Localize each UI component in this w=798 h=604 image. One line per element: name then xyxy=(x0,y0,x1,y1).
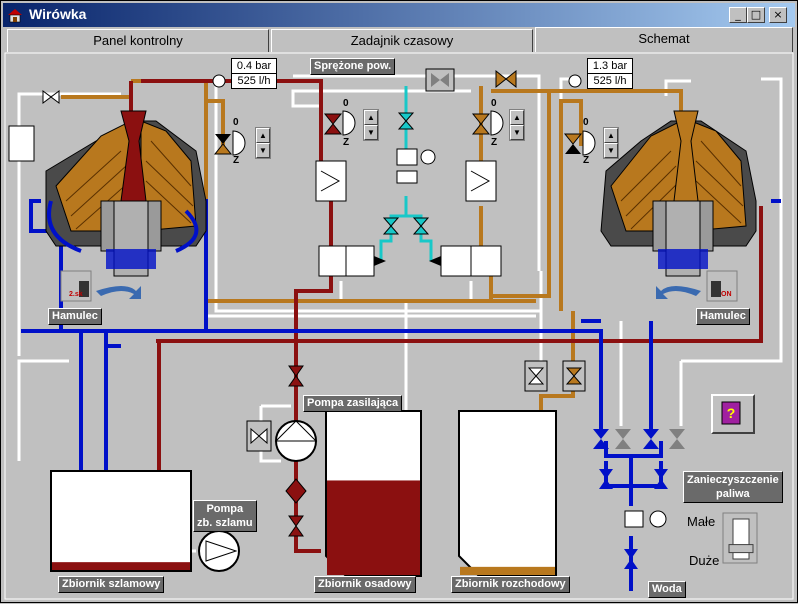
spin-down-icon[interactable]: ▼ xyxy=(256,143,270,158)
sludge-pump-label-line1: Pompa xyxy=(206,503,244,515)
water-gauge-icon xyxy=(649,510,667,528)
left-control-box xyxy=(8,125,35,162)
right-brake-label: Hamulec xyxy=(696,308,750,325)
valve-mark-closed: Z xyxy=(491,137,498,148)
minimize-button[interactable]: _ xyxy=(729,7,747,23)
valve-mark-open: 0 xyxy=(233,117,239,128)
left-valve-spinner-2[interactable]: ▲▼ xyxy=(363,109,379,141)
valve-mark-closed: Z xyxy=(233,155,240,166)
service-valve-oil[interactable] xyxy=(562,360,586,392)
top-oil-valve[interactable] xyxy=(495,69,517,89)
compressed-air-label: Sprężone pow. xyxy=(310,58,396,75)
tab-schemat[interactable]: Schemat xyxy=(535,27,793,52)
right-valve-spinner-2[interactable]: ▲▼ xyxy=(603,127,619,159)
feed-valve-lower[interactable] xyxy=(288,515,304,537)
left-inlet-valve[interactable] xyxy=(42,90,60,104)
service-tank-label: Zbiornik rozchodowy xyxy=(451,576,570,593)
small-label: Małe xyxy=(687,514,716,529)
sludge-pump-label-line2: zb. szlamu xyxy=(197,517,253,529)
right-separator xyxy=(600,110,757,277)
spin-down-icon[interactable]: ▼ xyxy=(510,125,524,140)
tab-strip: Panel kontrolny Zadajnik czasowy Schemat xyxy=(5,27,795,53)
right-pressure-readout: 1.3 bar xyxy=(587,58,633,74)
right-rotation-arrow-icon xyxy=(656,286,701,299)
left-valve-spinner-1[interactable]: ▲▼ xyxy=(255,127,271,159)
right-regulating-valve-1[interactable] xyxy=(471,110,504,136)
valve-mark-closed: Z xyxy=(583,155,590,166)
spin-up-icon[interactable]: ▲ xyxy=(256,128,270,143)
tab-zadajnik-czasowy[interactable]: Zadajnik czasowy xyxy=(271,29,533,52)
maximize-button[interactable]: □ xyxy=(747,7,765,23)
right-brake-badge: ON xyxy=(721,291,732,298)
right-pressure-gauge-icon xyxy=(568,74,582,88)
heat-exchanger-right xyxy=(465,160,497,202)
left-brake-badge: 2.sk xyxy=(69,291,83,298)
valve-mark-closed: Z xyxy=(343,137,350,148)
feed-filter-icon xyxy=(285,478,307,504)
house-icon xyxy=(8,9,22,23)
feed-pump-label: Pompa zasilająca xyxy=(303,395,403,412)
sludge-pump-label: Pompa zb. szlamu xyxy=(193,500,257,532)
water-valve-cluster[interactable] xyxy=(593,429,685,569)
left-flow-readout: 525 l/h xyxy=(231,73,277,89)
help-book-icon: ? xyxy=(721,401,741,425)
fuel-contamination-line1: Zanieczyszczenie xyxy=(687,474,779,486)
left-regulating-valve-2[interactable] xyxy=(323,110,356,136)
air-gauge-icon xyxy=(420,149,436,165)
air-valve-left[interactable] xyxy=(382,217,400,235)
water-label: Woda xyxy=(648,581,686,598)
sludge-tank xyxy=(50,470,192,572)
left-rotation-arrow-icon xyxy=(96,286,141,299)
fuel-contamination-line2: paliwa xyxy=(716,488,750,500)
tab-panel-kontrolny[interactable]: Panel kontrolny xyxy=(7,29,269,52)
heat-exchanger-left xyxy=(315,160,347,202)
feed-valve-upper[interactable] xyxy=(288,365,304,387)
right-pneumatic-actuator xyxy=(429,245,502,277)
left-brake-label: Hamulec xyxy=(48,308,102,325)
spin-up-icon[interactable]: ▲ xyxy=(510,110,524,125)
valve-mark-open: 0 xyxy=(343,98,349,109)
left-brake-icon[interactable] xyxy=(60,270,92,302)
large-label: Duże xyxy=(689,553,720,568)
water-regulator xyxy=(624,510,644,528)
close-button[interactable]: × xyxy=(769,7,787,23)
left-pneumatic-actuator xyxy=(318,245,386,277)
right-valve-spinner-1[interactable]: ▲▼ xyxy=(509,109,525,141)
air-valve-top[interactable] xyxy=(397,112,415,130)
spin-down-icon[interactable]: ▼ xyxy=(604,143,618,158)
service-valve-white[interactable] xyxy=(524,360,548,392)
valve-mark-open: 0 xyxy=(583,117,589,128)
settling-tank-label: Zbiornik osadowy xyxy=(314,576,416,593)
spin-up-icon[interactable]: ▲ xyxy=(364,110,378,125)
left-regulating-valve-1[interactable] xyxy=(213,130,246,156)
right-regulating-valve-2[interactable] xyxy=(563,130,596,156)
right-flow-readout: 525 l/h xyxy=(587,73,633,89)
sludge-tank-label: Zbiornik szlamowy xyxy=(58,576,165,593)
air-regulator xyxy=(396,148,418,166)
left-pressure-gauge-icon xyxy=(212,74,226,88)
contamination-slider-thumb[interactable] xyxy=(728,544,754,554)
left-pressure-readout: 0.4 bar xyxy=(231,58,277,74)
pump-bypass-valve[interactable] xyxy=(246,420,272,452)
fuel-contamination-label: Zanieczyszczenie paliwa xyxy=(683,471,783,503)
help-button[interactable]: ? xyxy=(711,394,755,434)
air-filter xyxy=(396,170,418,184)
left-separator xyxy=(45,110,207,277)
spin-down-icon[interactable]: ▼ xyxy=(364,125,378,140)
settling-tank xyxy=(325,410,422,577)
air-valve-right[interactable] xyxy=(412,217,430,235)
svg-text:?: ? xyxy=(727,405,736,421)
service-tank xyxy=(458,410,557,577)
spin-up-icon[interactable]: ▲ xyxy=(604,128,618,143)
title-bar: Wirówka _ □ × xyxy=(3,3,795,27)
valve-mark-open: 0 xyxy=(491,98,497,109)
top-gray-valve[interactable] xyxy=(425,68,455,92)
right-brake-icon[interactable] xyxy=(706,270,738,302)
window-title: Wirówka xyxy=(29,6,87,22)
sludge-pump-icon[interactable] xyxy=(198,530,240,572)
